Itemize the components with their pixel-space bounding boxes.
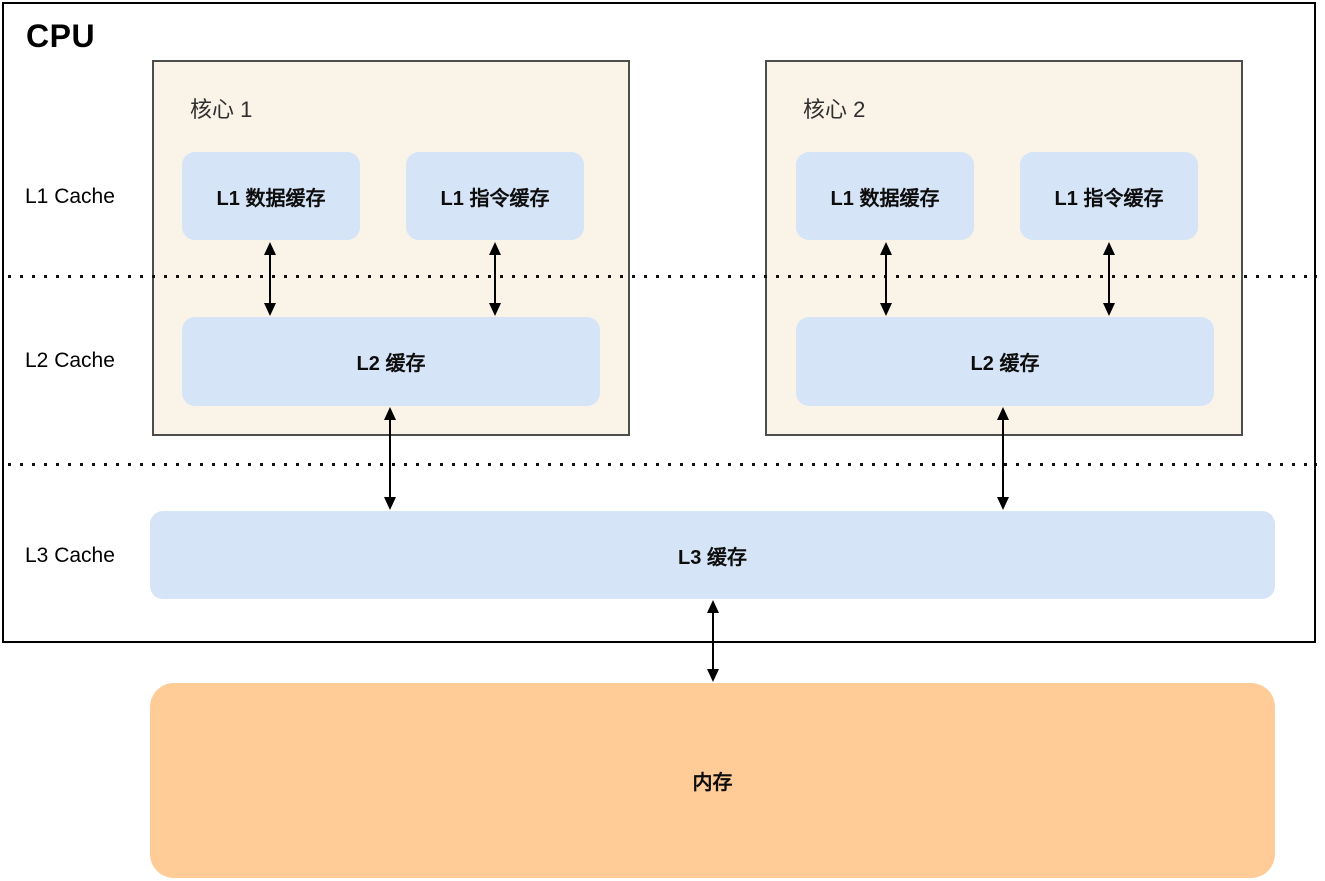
l1-l2-divider-dotted-line <box>8 275 1317 278</box>
arrow-core2-l2-l3 <box>996 407 1010 510</box>
core-2-l1-data-cache-box: L1 数据缓存 <box>796 152 974 240</box>
arrow-l3-memory <box>706 600 720 682</box>
l3-cache-box: L3 缓存 <box>150 511 1275 599</box>
core-1-l1-instruction-cache-box: L1 指令缓存 <box>406 152 584 240</box>
core-2-l1-instruction-cache-box: L1 指令缓存 <box>1020 152 1198 240</box>
memory-box: 内存 <box>150 683 1275 878</box>
row-label-l1-cache: L1 Cache <box>25 185 115 208</box>
arrow-core2-l1instr-l2 <box>1102 242 1116 316</box>
core-2-title: 核心 2 <box>803 97 866 122</box>
core-1-title: 核心 1 <box>190 97 253 122</box>
core-2-l2-cache-box: L2 缓存 <box>796 317 1214 406</box>
l2-l3-divider-dotted-line <box>8 463 1317 466</box>
arrow-core1-l2-l3 <box>383 407 397 510</box>
row-label-l3-cache: L3 Cache <box>25 544 115 567</box>
core-1-l1-data-cache-box: L1 数据缓存 <box>182 152 360 240</box>
core-1-l2-cache-box: L2 缓存 <box>182 317 600 406</box>
cpu-label: CPU <box>26 18 96 54</box>
arrow-core1-l1data-l2 <box>263 242 277 316</box>
arrow-core2-l1data-l2 <box>879 242 893 316</box>
row-label-l2-cache: L2 Cache <box>25 349 115 372</box>
arrow-core1-l1instr-l2 <box>488 242 502 316</box>
